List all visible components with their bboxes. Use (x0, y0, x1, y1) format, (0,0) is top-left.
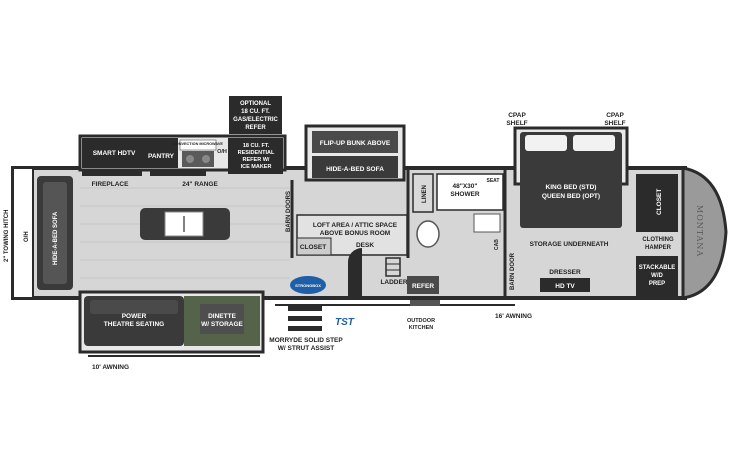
hd-tv-label: HD TV (555, 283, 575, 290)
front-closet-area: CLOSET CLOTHING HAMPER STACKABLE W/D PRE… (636, 174, 704, 296)
kitchen-slide: SMART HDTV PANTRY CONVECTION MICROWAVE O… (78, 134, 287, 188)
cab-label: CAB (494, 239, 500, 250)
toilet (416, 220, 440, 248)
montana-logo: MONTANA (695, 205, 704, 257)
awning-10-label: 10' AWNING (92, 364, 129, 371)
strongbox-badge-text: STRONGBOX (295, 283, 321, 288)
bathroom: LINEN 48"X30" SHOWER SEAT CAB BARN DOOR (406, 170, 516, 298)
oh-left-label: O/H (24, 231, 30, 242)
ladder (385, 257, 401, 277)
tst-logo: TST (335, 317, 355, 328)
morryde-line2: W/ STRUT ASSIST (278, 345, 334, 352)
optional-refer-callout: OPTIONAL 18 CU. FT. GAS/ELECTRIC REFER (229, 96, 282, 134)
shower (436, 173, 504, 211)
hide-a-bed-sofa-center (312, 156, 398, 178)
ladder-label: LADDER (380, 279, 407, 286)
front-cap (681, 166, 728, 300)
range-label: 24" RANGE (182, 181, 218, 188)
outdoor-kitchen-line1: OUTDOOR (407, 318, 435, 324)
bonus-room: BARN DOORS LOFT AREA / ATTIC SPACE ABOVE… (286, 180, 408, 258)
oh-kitchen-label: O/H (217, 149, 227, 155)
linen-label: LINEN (422, 185, 428, 203)
outdoor-kitchen-line2: KITCHEN (409, 325, 433, 331)
bath-sink (473, 213, 501, 233)
clothing-line2: HAMPER (645, 245, 672, 251)
smart-hdtv-label: SMART HDTV (93, 150, 136, 157)
outdoor-refer (407, 276, 439, 294)
optional-refer-line2: 18 CU. FT. (241, 109, 270, 115)
kitchen-island (140, 208, 230, 240)
morryde-step: MORRYDE SOLID STEP W/ STRUT ASSIST (269, 306, 343, 352)
smart-hdtv-cabinet (82, 138, 144, 168)
closet-loft-label: CLOSET (300, 244, 326, 251)
optional-refer-line3: GAS/ELECTRIC (233, 117, 278, 123)
dresser-label: DRESSER (549, 269, 581, 276)
stackable-line2: W/D (651, 273, 663, 279)
hide-a-bed-center-label: HIDE-A-BED SOFA (326, 166, 384, 173)
closet-bedroom (636, 174, 678, 232)
loft-line2: ABOVE BONUS ROOM (320, 230, 390, 237)
living-slide: POWER THEATRE SEATING DINETTE W/ STORAGE (78, 290, 265, 354)
cpap-left-line2: SHELF (506, 120, 527, 127)
logos: STRONGBOX TST (290, 276, 355, 328)
cpap-right-line1: CPAP (606, 112, 624, 119)
bonus-room-slide: FLIP-UP BUNK ABOVE HIDE-A-BED SOFA (304, 124, 406, 182)
convection-microwave (179, 139, 217, 151)
barn-doors-label: BARN DOORS (286, 191, 292, 232)
dresser-hdtv (540, 278, 590, 292)
stackable-wd-prep (636, 256, 678, 296)
res-refer-line1: 18 CU. FT. (243, 143, 270, 149)
entry-area: LADDER REFER (348, 248, 439, 298)
awning-16-label: 16' AWNING (495, 313, 532, 320)
clothing-line1: CLOTHING (642, 237, 674, 243)
dinette-line2: W/ STORAGE (201, 321, 243, 328)
optional-refer-line4: REFER (245, 125, 266, 131)
king-bed-label: KING BED (STD) (546, 184, 597, 191)
res-refer-line3: REFER W/ (243, 157, 270, 163)
pantry (144, 138, 178, 168)
power-theatre-line2: THEATRE SEATING (104, 321, 164, 328)
closet-bedroom-label: CLOSET (656, 189, 663, 215)
stackable-line3: PREP (649, 281, 665, 287)
cpap-left-line1: CPAP (508, 112, 526, 119)
bedroom-slide: KING BED (STD) QUEEN BED (OPT) CPAP SHEL… (506, 112, 629, 292)
flip-up-bunk (312, 131, 398, 153)
cpap-right-line2: SHELF (604, 120, 625, 127)
stackable-line1: STACKABLE (639, 265, 676, 271)
seat-label: SEAT (487, 178, 500, 184)
shower-line2: SHOWER (450, 191, 480, 198)
dinette-line1: DINETTE (208, 313, 236, 320)
hide-a-bed-left-label: HIDE-A-BED SOFA (53, 211, 59, 265)
flip-up-bunk-label: FLIP-UP BUNK ABOVE (320, 140, 391, 147)
fireplace-label: FIREPLACE (92, 181, 130, 188)
awnings: 10' AWNING 16' AWNING (88, 304, 532, 371)
res-refer-line4: ICE MAKER (241, 164, 272, 170)
towing-hitch-label: 2" TOWING HITCH (4, 210, 10, 262)
res-refer-line2: RESIDENTIAL (238, 150, 275, 156)
king-bed (520, 132, 622, 228)
storage-underneath-label: STORAGE UNDERNEATH (530, 241, 609, 248)
pantry-label: PANTRY (148, 153, 175, 160)
strongbox-badge-icon (290, 276, 326, 294)
refer-outdoor-label: REFER (412, 283, 434, 290)
queen-bed-label: QUEEN BED (OPT) (542, 193, 600, 200)
residential-refer (228, 138, 283, 174)
morryde-line1: MORRYDE SOLID STEP (269, 337, 343, 344)
microwave-label: CONVECTION MICROWAVE (173, 142, 223, 146)
desk-label: DESK (356, 242, 374, 249)
barn-door-label: BARN DOOR (510, 252, 516, 290)
rear-section: 2" TOWING HITCH O/H HIDE-A-BED SOFA (4, 167, 73, 299)
shower-line1: 48"X30" (453, 183, 478, 190)
loft-line1: LOFT AREA / ATTIC SPACE (313, 222, 398, 229)
entry-door (348, 248, 362, 298)
power-theatre-line1: POWER (122, 313, 147, 320)
outdoor-kitchen: OUTDOOR KITCHEN (407, 300, 440, 331)
optional-refer-line1: OPTIONAL (240, 101, 271, 107)
